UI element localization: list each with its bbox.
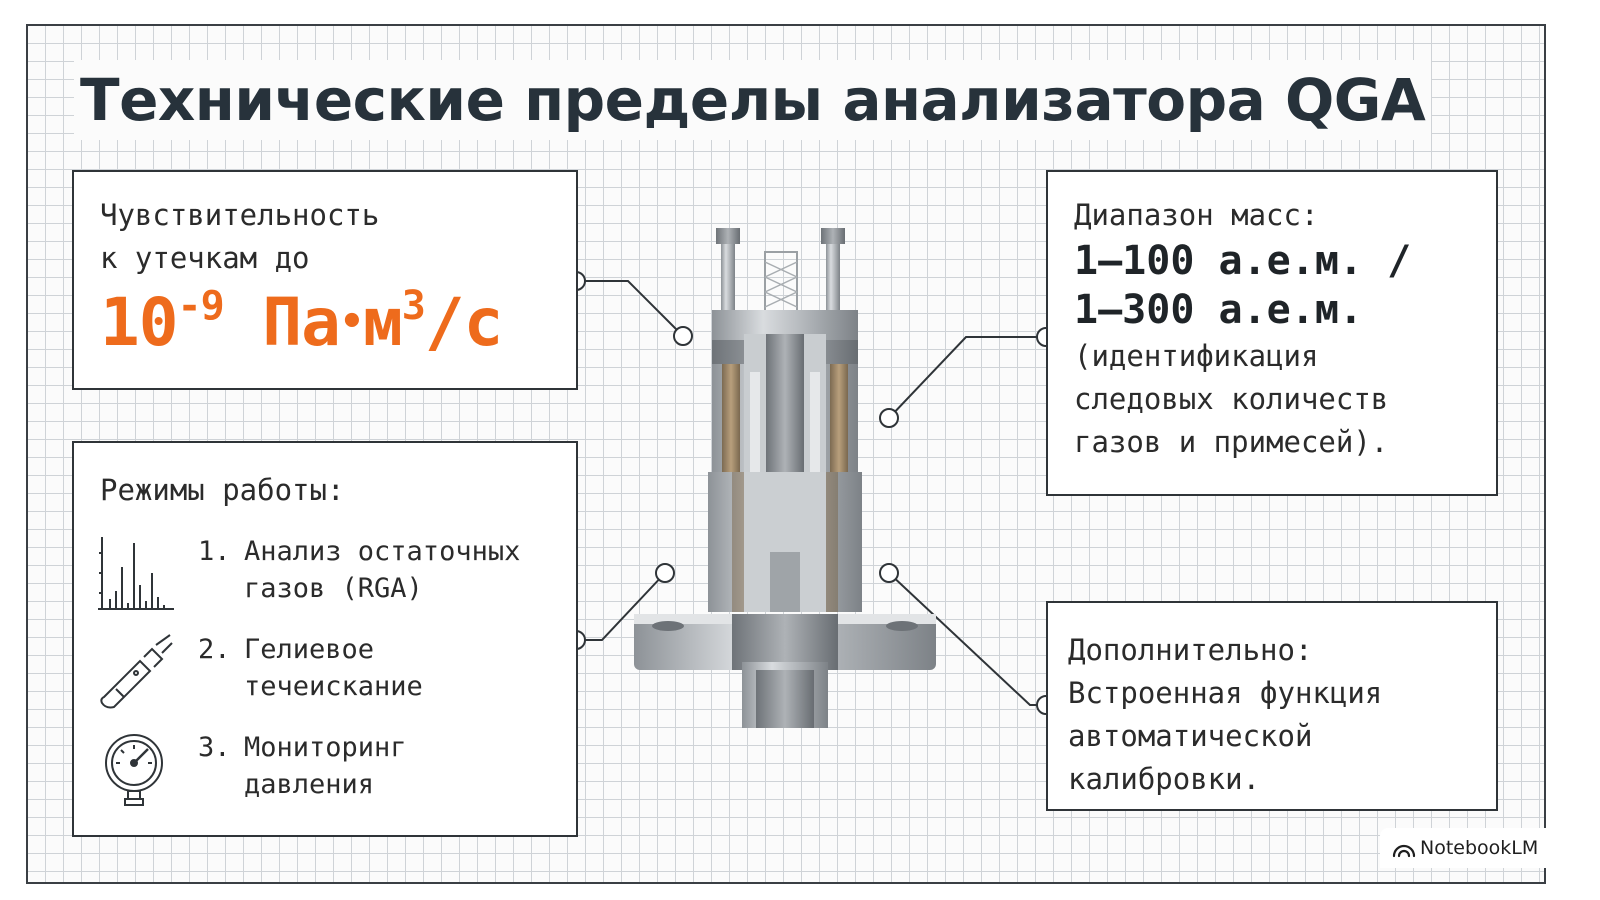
operating-modes-card: Режимы работы: 1. Анализ остаточных газо… (72, 441, 578, 837)
spectrum-chart-icon (98, 537, 174, 610)
mode-label-line1: Мониторинг (244, 732, 407, 763)
notebooklm-label: NotebookLM (1420, 837, 1539, 859)
mode-label-line1: Анализ остаточных (244, 536, 521, 567)
sensitivity-value: 10-9 Па•м3/с (100, 282, 576, 363)
mode-label-line1: Гелиевое (244, 634, 375, 665)
sensitivity-base: 10 (100, 284, 178, 361)
pressure-gauge-icon (105, 734, 163, 806)
extra-line2: автоматической (1068, 719, 1313, 753)
mode-label-line2: течеискание (244, 671, 423, 702)
mass-range-label: Диапазон масс: (1074, 198, 1319, 232)
notebooklm-logo-icon (1392, 844, 1416, 858)
sensitivity-unit-per-s: /с (424, 284, 503, 361)
sensitivity-unit-m: м (362, 284, 403, 361)
mode-number: 3. (198, 732, 231, 763)
extra-label: Дополнительно: (1068, 633, 1313, 667)
sensitivity-unit-pa: Па (262, 284, 340, 361)
sensitivity-exponent: -9 (177, 283, 224, 329)
mode-item-rga: 1. Анализ остаточных газов (RGA) (74, 533, 576, 623)
sensitivity-label-line1: Чувствительность (100, 198, 380, 232)
sensitivity-unit-exponent: 3 (401, 283, 426, 329)
mass-range-note3: газов и примесей). (1074, 425, 1389, 459)
extra-line3: калибровки. (1068, 762, 1261, 796)
qga-analyzer-cutaway-illustration (634, 228, 936, 728)
sensitivity-unit-dot: • (339, 299, 364, 345)
mode-item-pressure: 3. Мониторинг давления (74, 729, 576, 819)
leak-detector-probe-icon (100, 634, 173, 709)
mode-label: Анализ остаточных газов (RGA) (244, 533, 520, 607)
mass-range-note2: следовых количеств (1074, 382, 1389, 416)
mode-label-line2: давления (244, 769, 375, 800)
sensitivity-label-line2: к утечкам до (100, 241, 310, 275)
sensitivity-card: Чувствительность к утечкам до 10-9 Па•м3… (72, 170, 578, 390)
mode-number: 2. (198, 634, 231, 665)
modes-heading: Режимы работы: (100, 473, 345, 507)
notebooklm-badge: NotebookLM (1380, 828, 1556, 868)
mode-number: 1. (198, 536, 231, 567)
mass-range-value1: 1–100 а.е.м. / (1074, 238, 1412, 284)
mode-item-helium-leak: 2. Гелиевое течеискание (74, 631, 576, 721)
mass-range-value2: 1–300 а.е.м. (1074, 287, 1363, 333)
page-title: Технические пределы анализатора QGA (74, 60, 1432, 140)
mode-label: Гелиевое течеискание (244, 631, 423, 705)
mass-range-card: Диапазон масс: 1–100 а.е.м. / 1–300 а.е.… (1046, 170, 1498, 496)
mode-label: Мониторинг давления (244, 729, 407, 803)
mass-range-note1: (идентификация (1074, 339, 1319, 373)
extra-line1: Встроенная функция (1068, 676, 1383, 710)
mode-label-line2: газов (RGA) (244, 573, 423, 604)
additional-features-card: Дополнительно: Встроенная функция автома… (1046, 601, 1498, 811)
